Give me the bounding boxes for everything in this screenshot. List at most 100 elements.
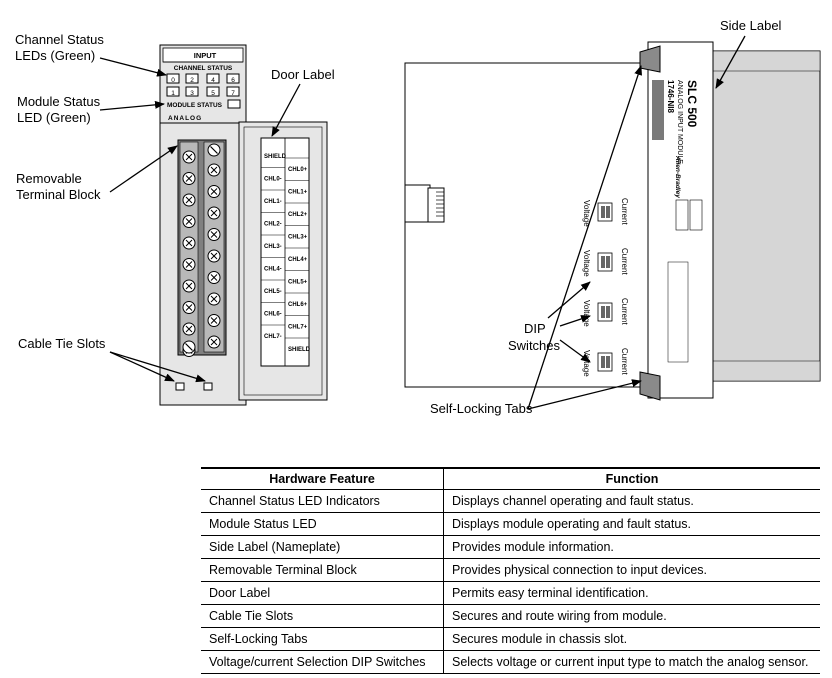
module-status-led bbox=[227, 99, 241, 109]
self-locking-tab bbox=[639, 45, 661, 73]
door-terminal-label: CHL4+ bbox=[288, 257, 308, 263]
analog-label: ANALOG bbox=[168, 115, 202, 122]
door-terminals-left: SHIELDCHL0-CHL1-CHL2-CHL3-CHL4-CHL5-CHL6… bbox=[261, 154, 287, 340]
side-label-brand: SLC 500 bbox=[685, 80, 699, 128]
dip-switch: Current Voltage bbox=[582, 298, 629, 327]
cert-box bbox=[689, 199, 703, 231]
cert-box bbox=[675, 199, 689, 231]
input-label: INPUT bbox=[194, 51, 217, 60]
backplane-connector bbox=[427, 187, 445, 223]
callout-side-label: Side Label bbox=[720, 18, 782, 33]
slotted-screw-icon bbox=[207, 143, 221, 157]
side-label-barcode bbox=[652, 80, 664, 140]
led-1 bbox=[166, 86, 180, 97]
led-label: 1 bbox=[171, 90, 175, 97]
removable-terminal-block bbox=[177, 139, 227, 357]
door-terminal-label: CHL2+ bbox=[288, 212, 308, 218]
terminal-screw-icon bbox=[207, 228, 221, 241]
terminal-screw-icon bbox=[207, 163, 221, 177]
door-terminal-label: CHL3+ bbox=[288, 235, 308, 241]
switch-current-label: Current bbox=[620, 298, 629, 325]
callout-door-label: Door Label bbox=[271, 67, 335, 82]
led-label: 4 bbox=[211, 77, 215, 84]
switch-voltage-label: Voltage bbox=[582, 250, 591, 277]
led-label: 5 bbox=[211, 90, 215, 97]
feature-cell: Door Label bbox=[201, 581, 444, 605]
terminal-screw-icon bbox=[207, 292, 221, 306]
screws-left bbox=[182, 150, 196, 357]
function-cell: Displays channel operating and fault sta… bbox=[443, 489, 820, 513]
led-label: 6 bbox=[231, 77, 235, 84]
led-label: 2 bbox=[190, 77, 194, 84]
terminal-screw-icon bbox=[182, 301, 196, 314]
function-cell: Permits easy terminal identification. bbox=[443, 581, 820, 605]
feature-cell: Side Label (Nameplate) bbox=[201, 535, 444, 559]
terminal-screw-icon bbox=[182, 193, 196, 207]
door-terminal-label: CHL4- bbox=[264, 267, 282, 273]
door-terminal-label: SHIELD bbox=[288, 347, 311, 353]
door-terminal-label: CHL6+ bbox=[288, 302, 308, 308]
door-terminal-label: SHIELD bbox=[264, 154, 287, 160]
function-cell: Secures module in chassis slot. bbox=[443, 627, 820, 651]
callout-removable-terminal-block: Terminal Block bbox=[16, 187, 101, 202]
feature-cell: Voltage/current Selection DIP Switches bbox=[201, 650, 444, 674]
terminal-screw-icon bbox=[182, 172, 196, 185]
switch-current-label: Current bbox=[620, 198, 629, 225]
switch-voltage-label: Voltage bbox=[582, 350, 591, 377]
door-terminal-label: CHL0- bbox=[264, 177, 282, 183]
self-locking-tab bbox=[639, 371, 661, 401]
door-terminal-label: CHL1- bbox=[264, 199, 282, 205]
feature-cell: Self-Locking Tabs bbox=[201, 627, 444, 651]
channel-status-label: CHANNEL STATUS bbox=[174, 65, 233, 72]
door-terminal-label: CHL0+ bbox=[288, 167, 308, 173]
callout-module-status-led: LED (Green) bbox=[17, 110, 91, 125]
terminal-screw-icon bbox=[207, 185, 221, 198]
terminal-screw-icon bbox=[182, 150, 196, 164]
slotted-screw-icon bbox=[182, 340, 196, 354]
column-header: Hardware Feature bbox=[201, 467, 444, 490]
feature-cell: Channel Status LED Indicators bbox=[201, 489, 444, 513]
side-label: SLC 500 ANALOG INPUT MODULE 1746-NI8 All… bbox=[666, 80, 699, 198]
terminal-screw-icon bbox=[207, 314, 221, 327]
led-5 bbox=[206, 86, 220, 97]
callout-dip-switches: Switches bbox=[508, 338, 561, 353]
feature-cell: Removable Terminal Block bbox=[201, 558, 444, 582]
terminal-screw-icon bbox=[207, 206, 221, 220]
side-label-module: ANALOG INPUT MODULE bbox=[676, 80, 683, 164]
terminal-screw-icon bbox=[182, 279, 196, 293]
led-label: 3 bbox=[190, 90, 194, 97]
callout-removable-terminal-block: Removable bbox=[16, 171, 82, 186]
terminal-screw-icon bbox=[182, 236, 196, 250]
led-label: 7 bbox=[231, 90, 235, 97]
led-6 bbox=[226, 73, 240, 84]
function-cell: Provides module information. bbox=[443, 535, 820, 559]
door-terminal-label: CHL7- bbox=[264, 334, 282, 340]
terminal-screw-icon bbox=[182, 258, 196, 271]
switch-current-label: Current bbox=[620, 348, 629, 375]
switch-current-label: Current bbox=[620, 248, 629, 275]
callout-self-locking-tabs: Self-Locking Tabs bbox=[430, 401, 533, 416]
switch-table bbox=[667, 261, 689, 363]
led-3 bbox=[185, 86, 199, 97]
callout-cable-tie-slots: Cable Tie Slots bbox=[18, 336, 106, 351]
callout-channel-status-leds: LEDs (Green) bbox=[15, 48, 95, 63]
dip-switch: Current Voltage bbox=[582, 248, 629, 277]
door-terminal-label: CHL6- bbox=[264, 312, 282, 318]
led-label: 0 bbox=[171, 77, 175, 84]
module-status-label: MODULE STATUS bbox=[167, 102, 223, 109]
cable-tie-slot bbox=[203, 382, 213, 391]
function-cell: Displays module operating and fault stat… bbox=[443, 512, 820, 536]
table-header-row: Hardware Feature Function bbox=[201, 467, 820, 490]
column-header: Function bbox=[443, 467, 820, 490]
switch-voltage-label: Voltage bbox=[582, 300, 591, 327]
door-terminal-label: CHL5+ bbox=[288, 280, 308, 286]
feature-cell: Module Status LED bbox=[201, 512, 444, 536]
led-2 bbox=[185, 73, 199, 84]
